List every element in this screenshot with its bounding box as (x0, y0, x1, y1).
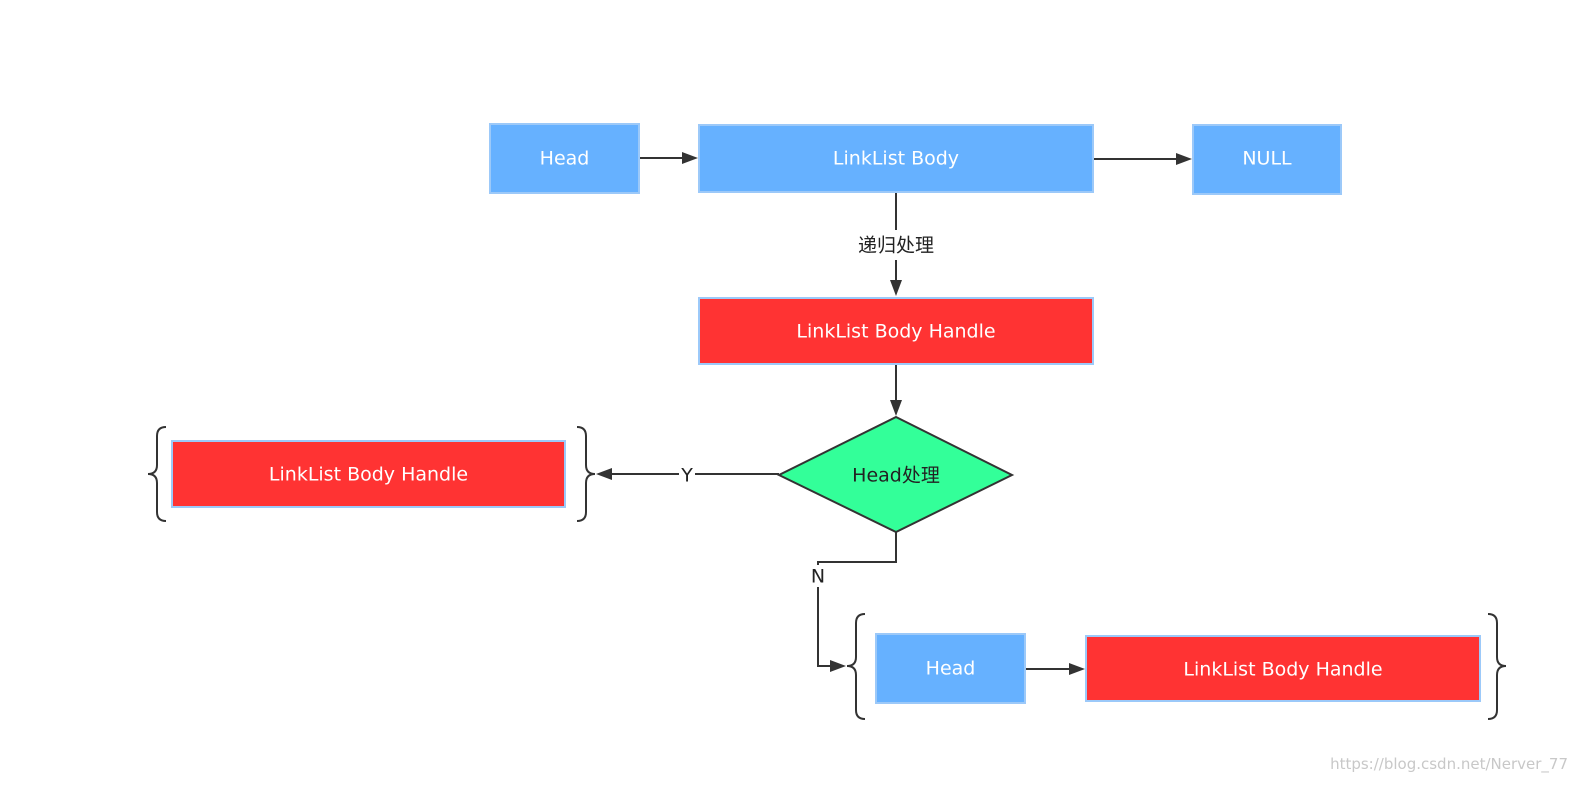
bottom-brace-open (846, 613, 866, 720)
node-handle-left: LinkList Body Handle (171, 440, 566, 508)
group-left: LinkList Body Handle (147, 426, 596, 522)
edge-head-to-body (640, 152, 698, 164)
arrowhead (1176, 153, 1192, 165)
arrowhead (890, 400, 902, 416)
left-brace-open (147, 426, 167, 522)
arrowhead (682, 152, 698, 164)
node-decision: Head处理 (776, 415, 1015, 534)
group-bottom: Head LinkList Body Handle (846, 613, 1507, 720)
node-linklist-body-label: LinkList Body (833, 148, 959, 170)
node-handle-left-label: LinkList Body Handle (269, 464, 468, 486)
node-head-top-label: Head (540, 148, 590, 170)
node-head-bottom: Head (875, 633, 1026, 704)
node-linklist-body: LinkList Body (698, 124, 1094, 193)
node-handle-center-label: LinkList Body Handle (796, 321, 995, 343)
arrowhead (1069, 663, 1085, 675)
node-handle-bottom-label: LinkList Body Handle (1183, 659, 1382, 681)
edge-recursion-label: 递归处理 (858, 235, 934, 257)
node-handle-bottom: LinkList Body Handle (1085, 635, 1481, 702)
node-null: NULL (1192, 124, 1342, 195)
arrowhead (830, 660, 846, 672)
node-head-top: Head (489, 123, 640, 194)
left-brace-close (576, 426, 596, 522)
edge-yes: Y (596, 465, 779, 487)
arrowhead (890, 280, 902, 296)
edge-no-label: N (811, 566, 825, 588)
arrowhead (596, 468, 612, 480)
edge-body-to-null (1094, 153, 1192, 165)
node-decision-label: Head处理 (852, 465, 940, 487)
watermark-text: https://blog.csdn.net/Nerver_77 (1330, 755, 1568, 774)
node-head-bottom-label: Head (926, 658, 976, 680)
edge-head-to-handle-bottom (1026, 663, 1085, 675)
edge-recursion: 递归处理 (858, 193, 934, 296)
edge-yes-label: Y (680, 465, 693, 487)
edge-no: N (811, 532, 897, 672)
node-handle-center: LinkList Body Handle (698, 297, 1094, 365)
bottom-brace-close (1487, 613, 1507, 720)
edge-handle-to-decision (890, 365, 902, 416)
node-null-label: NULL (1242, 148, 1292, 170)
